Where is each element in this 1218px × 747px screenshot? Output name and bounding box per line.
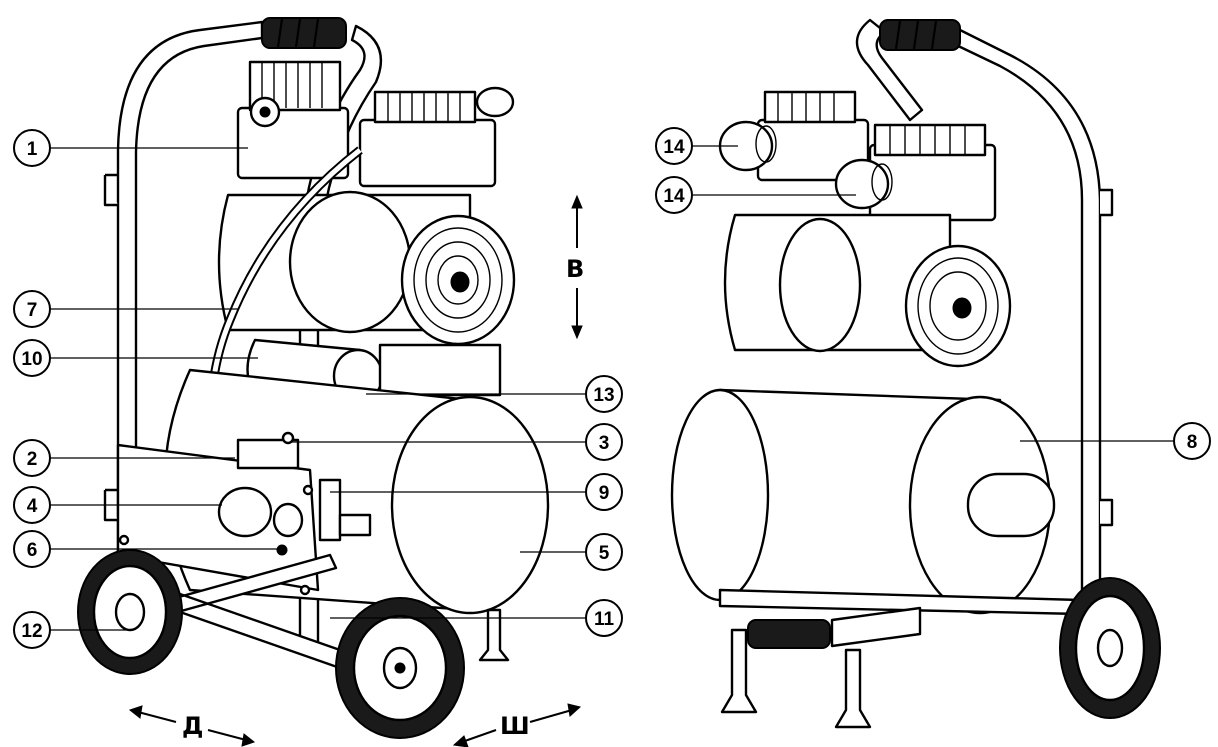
callout-14-second: 14 (655, 176, 856, 214)
svg-text:7: 7 (27, 300, 38, 321)
air-tank-right (670, 388, 1056, 615)
control-panel-left (116, 431, 372, 596)
rear-view (670, 18, 1161, 729)
air-filter-2 (834, 158, 893, 210)
wheel-rear-left (77, 549, 183, 675)
callout-9: 9 (330, 473, 623, 511)
svg-text:3: 3 (599, 433, 610, 454)
length-label: Д (182, 712, 203, 740)
callout-14-first: 14 (655, 127, 738, 165)
callout-1: 1 (13, 129, 248, 167)
callout-4: 4 (13, 486, 222, 524)
handle-grip (261, 17, 347, 49)
callout-7: 7 (13, 290, 238, 328)
cooling-fins (248, 60, 477, 124)
callout-3: 3 (292, 423, 623, 461)
callout-11: 11 (330, 599, 623, 637)
rubber-foot-right-2 (834, 648, 872, 729)
height-label: В (566, 255, 584, 283)
svg-text:14: 14 (663, 137, 685, 158)
length-dimension: Д (128, 705, 256, 747)
wheel-front-left (335, 597, 465, 739)
svg-text:5: 5 (599, 543, 610, 564)
front-view (77, 17, 550, 739)
pump-block-left (206, 60, 516, 456)
callout-8: 8 (1020, 422, 1211, 460)
callout-10: 10 (13, 339, 258, 377)
wheel-right (1059, 577, 1161, 719)
svg-text:1: 1 (27, 139, 38, 160)
svg-text:11: 11 (594, 609, 615, 630)
svg-text:13: 13 (593, 385, 614, 406)
svg-text:14: 14 (663, 186, 685, 207)
svg-text:8: 8 (1187, 432, 1198, 453)
callout-2: 2 (13, 439, 235, 477)
rubber-foot-left (478, 608, 510, 662)
callout-5: 5 (520, 533, 623, 571)
height-dimension: В (566, 194, 584, 340)
callout-13: 13 (366, 375, 623, 413)
svg-text:10: 10 (21, 349, 42, 370)
tank-end-cap (390, 395, 550, 615)
svg-text:4: 4 (27, 496, 38, 517)
width-dimension: Ш (452, 703, 582, 747)
callout-12: 12 (13, 611, 128, 649)
callout-6: 6 (13, 530, 280, 568)
handle-grip-rear (879, 19, 961, 51)
width-label: Ш (500, 712, 530, 740)
svg-text:9: 9 (599, 483, 610, 504)
rubber-foot-right-1 (720, 628, 758, 714)
svg-text:6: 6 (27, 540, 38, 561)
pressure-gauge (217, 486, 273, 538)
svg-text:2: 2 (27, 449, 38, 470)
svg-text:12: 12 (21, 621, 42, 642)
